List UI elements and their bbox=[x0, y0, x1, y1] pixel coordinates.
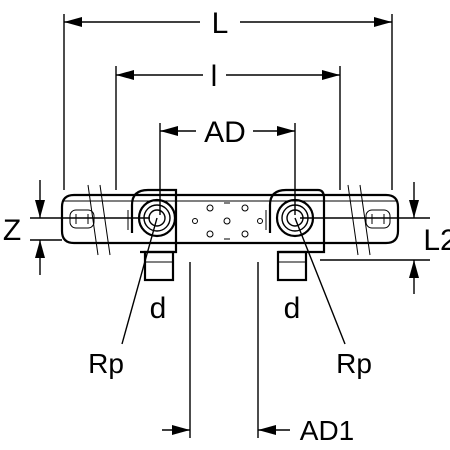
label-AD: AD bbox=[204, 116, 246, 149]
leader-Rp-left bbox=[121, 217, 158, 345]
mounting-plate bbox=[60, 184, 400, 256]
label-L: L bbox=[212, 7, 229, 40]
label-Z: Z bbox=[3, 214, 21, 247]
dimension-L: L bbox=[63, 7, 393, 190]
dimension-l: l bbox=[115, 60, 341, 190]
label-AD1: AD1 bbox=[300, 415, 354, 446]
label-d-right: d bbox=[284, 292, 301, 325]
label-L2: L2 bbox=[423, 224, 450, 257]
dimension-L2: L2 bbox=[300, 182, 450, 294]
label-l: l bbox=[211, 60, 218, 93]
label-d-left: d bbox=[150, 292, 167, 325]
dimension-AD1: AD1 bbox=[162, 262, 354, 446]
dimension-AD: AD bbox=[159, 116, 296, 215]
leader-Rp-right bbox=[294, 217, 346, 345]
dimension-Z: Z bbox=[3, 180, 150, 275]
label-Rp-right: Rp bbox=[336, 348, 372, 379]
label-Rp-left: Rp bbox=[88, 348, 124, 379]
